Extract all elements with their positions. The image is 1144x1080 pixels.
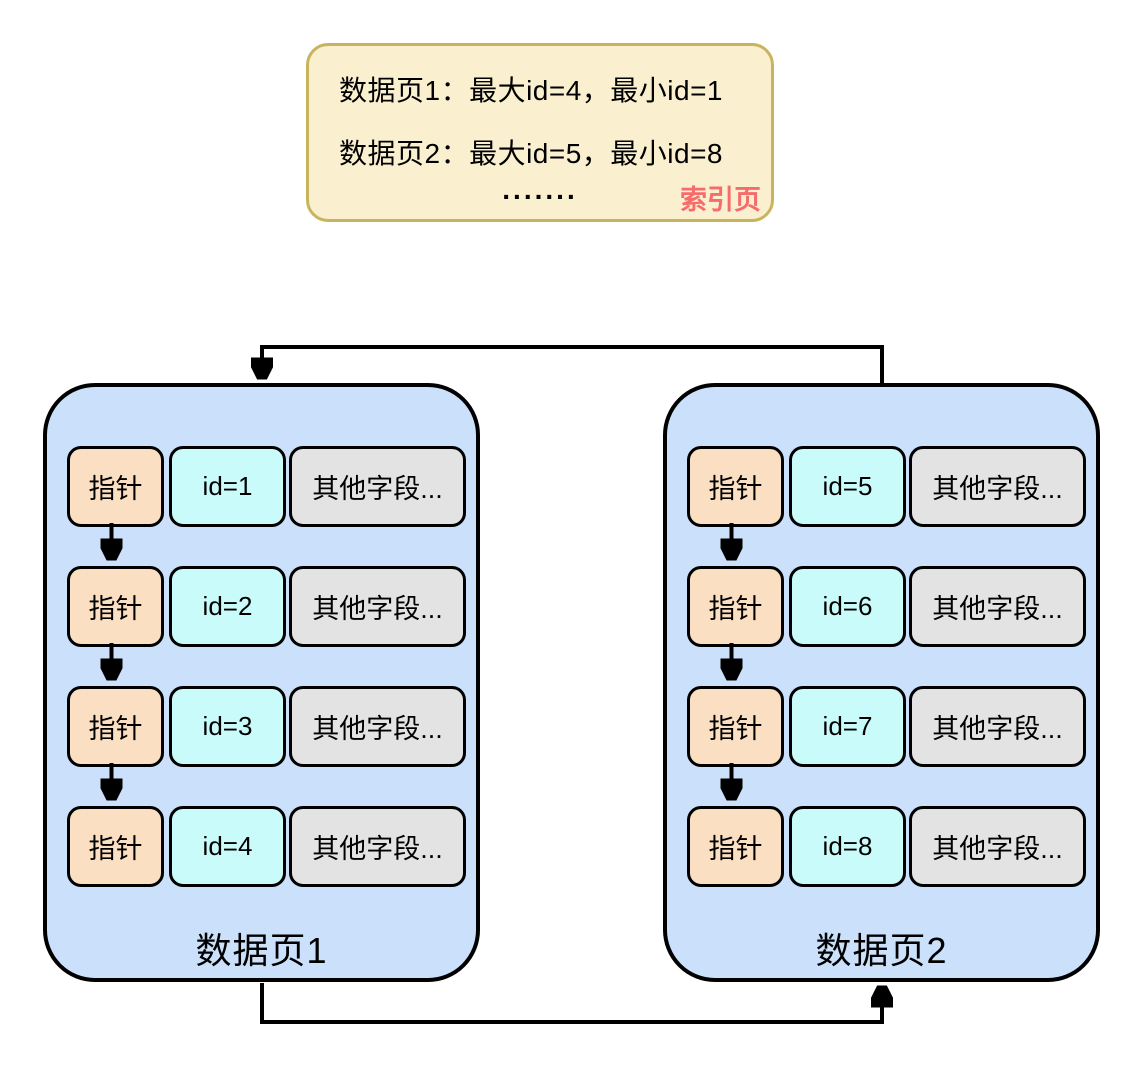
id-cell: id=6 (789, 566, 906, 647)
pointer-cell: 指针 (67, 806, 164, 887)
id-cell: id=4 (169, 806, 286, 887)
page-label: 数据页1 (195, 930, 328, 971)
other-fields-cell: 其他字段... (909, 686, 1086, 767)
record-row: 指针 id=7 其他字段... (687, 686, 1086, 767)
data-page-2: 指针 id=5 其他字段... 指针 id=6 其他字段... 指针 id=7 … (663, 383, 1100, 982)
note-ellipsis: ....... (502, 174, 578, 205)
id-cell: id=8 (789, 806, 906, 887)
id-cell: id=5 (789, 446, 906, 527)
pointer-cell: 指针 (687, 686, 784, 767)
id-cell: id=2 (169, 566, 286, 647)
prev-page-pointer-arrow (262, 345, 884, 383)
other-fields-cell: 其他字段... (909, 446, 1086, 527)
note-line-page2: 数据页2：最大id=5，最小id=8 (339, 138, 724, 169)
other-fields-cell: 其他字段... (909, 806, 1086, 887)
other-fields-cell: 其他字段... (289, 566, 466, 647)
next-page-pointer-arrow (260, 983, 882, 1024)
id-cell: id=7 (789, 686, 906, 767)
record-row: 指针 id=5 其他字段... (687, 446, 1086, 527)
record-row: 指针 id=6 其他字段... (687, 566, 1086, 647)
pointer-cell: 指针 (67, 566, 164, 647)
data-page-1: 指针 id=1 其他字段... 指针 id=2 其他字段... 指针 id=3 … (43, 383, 480, 982)
pointer-cell: 指针 (67, 686, 164, 767)
record-row: 指针 id=4 其他字段... (67, 806, 466, 887)
other-fields-cell: 其他字段... (289, 806, 466, 887)
id-cell: id=3 (169, 686, 286, 767)
note-line-page1: 数据页1：最大id=4，最小id=1 (339, 75, 724, 106)
index-page-tag: 索引页 (680, 185, 761, 215)
index-page-note: 数据页1：最大id=4，最小id=1 数据页2：最大id=5，最小id=8 ..… (306, 43, 774, 222)
other-fields-cell: 其他字段... (909, 566, 1086, 647)
record-row: 指针 id=1 其他字段... (67, 446, 466, 527)
other-fields-cell: 其他字段... (289, 686, 466, 767)
record-row: 指针 id=3 其他字段... (67, 686, 466, 767)
id-cell: id=1 (169, 446, 286, 527)
record-row: 指针 id=8 其他字段... (687, 806, 1086, 887)
pointer-cell: 指针 (687, 446, 784, 527)
pointer-cell: 指针 (687, 566, 784, 647)
page-label: 数据页2 (815, 930, 948, 971)
pointer-cell: 指针 (67, 446, 164, 527)
record-row: 指针 id=2 其他字段... (67, 566, 466, 647)
other-fields-cell: 其他字段... (289, 446, 466, 527)
pointer-cell: 指针 (687, 806, 784, 887)
